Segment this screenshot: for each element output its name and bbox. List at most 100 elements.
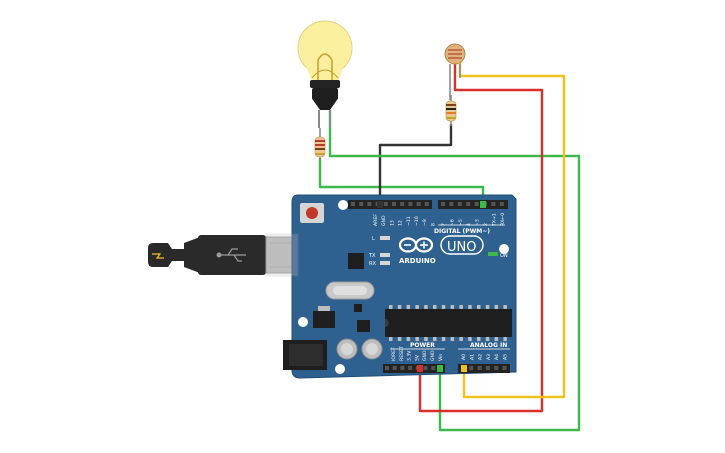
led-label-l: L bbox=[372, 236, 375, 242]
power-led: ON bbox=[488, 252, 508, 259]
mounting-hole bbox=[335, 364, 345, 374]
mounting-hole bbox=[298, 317, 308, 327]
analog-pin-label: A1 bbox=[469, 354, 475, 360]
header-pin-hole[interactable] bbox=[359, 202, 364, 206]
header-pin-hole[interactable] bbox=[477, 366, 482, 370]
header-pin-hole[interactable] bbox=[474, 202, 479, 206]
chip-pin bbox=[459, 305, 463, 309]
header-pin-hole[interactable] bbox=[351, 202, 355, 206]
chip-pin bbox=[477, 337, 481, 341]
digital-pin-label: 8 bbox=[430, 223, 436, 226]
model-text: UNO bbox=[447, 240, 476, 255]
header-pin-hole[interactable] bbox=[392, 366, 397, 370]
photoresistor[interactable] bbox=[444, 43, 466, 100]
wire-endpoints bbox=[377, 201, 486, 372]
chip-pin bbox=[424, 305, 428, 309]
header-pin-hole[interactable] bbox=[400, 366, 405, 370]
digital-pin-label: ~5 bbox=[458, 219, 464, 226]
header-pin-hole[interactable] bbox=[469, 366, 474, 370]
chip-pin bbox=[397, 337, 402, 341]
chip-pins bbox=[389, 305, 507, 341]
digital-pin-label: ~10 bbox=[414, 216, 420, 226]
header-pin-hole[interactable] bbox=[392, 202, 396, 206]
header-pin-hole[interactable] bbox=[367, 202, 372, 206]
header-pin-hole[interactable] bbox=[491, 202, 496, 206]
digital-pin-label: 4 bbox=[466, 223, 472, 226]
header-pin-hole[interactable] bbox=[449, 202, 454, 206]
analog-pin-label: A3 bbox=[486, 354, 492, 360]
power-pin-label: IOREF bbox=[391, 347, 397, 361]
power-pin-label: Vin bbox=[438, 354, 444, 361]
power-pin-label: RESET bbox=[399, 346, 405, 361]
digital-header-label: DIGITAL (PWM~) bbox=[434, 228, 490, 235]
header-pin-hole[interactable] bbox=[441, 202, 445, 206]
digital-pin-label: ~9 bbox=[422, 219, 428, 226]
chip-pin bbox=[415, 305, 419, 309]
arduino-infinity-logo bbox=[398, 237, 434, 253]
header-pin-hole[interactable] bbox=[494, 366, 499, 370]
chip-pin bbox=[468, 337, 472, 341]
digital-pin-label: ~11 bbox=[406, 216, 412, 226]
wire-bulb-to-vin[interactable] bbox=[328, 110, 581, 432]
header-pin-hole[interactable] bbox=[385, 366, 389, 370]
led-label-rx: RX bbox=[369, 261, 376, 267]
header-pin-hole[interactable] bbox=[408, 202, 413, 206]
led-label-tx: TX bbox=[368, 253, 376, 259]
header-pin-hole[interactable] bbox=[466, 202, 471, 206]
bulb-resistor[interactable] bbox=[314, 128, 326, 160]
chip-pin bbox=[450, 337, 455, 341]
chip-pin bbox=[433, 337, 437, 341]
analog-label: ANALOG IN bbox=[470, 342, 507, 349]
analog-pin-label: A5 bbox=[503, 354, 509, 360]
header-pin-hole[interactable] bbox=[502, 366, 507, 370]
analog-pin-label: A2 bbox=[478, 354, 484, 360]
wire-sensor-to-5v[interactable] bbox=[418, 60, 544, 413]
digital-pin-label: 12 bbox=[398, 220, 404, 226]
header-pin-hole[interactable] bbox=[416, 202, 421, 206]
digital-pin-label: GND bbox=[381, 215, 387, 226]
chip-pin bbox=[424, 337, 428, 341]
chip-pin bbox=[477, 305, 481, 309]
uno-badge: UNO bbox=[440, 235, 484, 255]
digital-pin-label: 2 bbox=[483, 223, 489, 226]
digital-pin-label: 7 bbox=[441, 223, 447, 226]
digital-pin-label: 13 bbox=[389, 220, 395, 226]
chip-pin bbox=[415, 337, 419, 341]
small-chip bbox=[357, 320, 370, 332]
chip-pin bbox=[494, 305, 499, 309]
power-header bbox=[383, 364, 445, 373]
header-pin-hole[interactable] bbox=[499, 202, 504, 206]
header-pin-hole[interactable] bbox=[400, 202, 405, 206]
header-pin-hole[interactable] bbox=[424, 202, 429, 206]
digital-pin-label: ~6 bbox=[449, 219, 455, 226]
header-pin-hole[interactable] bbox=[485, 366, 490, 370]
chip-pin bbox=[397, 305, 402, 309]
light-bulb[interactable] bbox=[297, 20, 353, 128]
header-pin-hole[interactable] bbox=[457, 202, 462, 206]
dc-power-jack bbox=[283, 340, 327, 370]
header-pin-hole[interactable] bbox=[383, 202, 388, 206]
chip-pin bbox=[389, 337, 393, 341]
chip-pin bbox=[485, 305, 490, 309]
usb-interface-chip bbox=[348, 253, 364, 269]
digital-pin-label: RX←0 bbox=[500, 213, 506, 226]
small-chip bbox=[354, 304, 362, 312]
power-pin-label: 5V bbox=[414, 354, 420, 361]
crystal bbox=[325, 281, 375, 300]
filament bbox=[317, 53, 333, 82]
power-pin-label: GND bbox=[430, 350, 436, 361]
usb-cable[interactable] bbox=[148, 235, 298, 275]
reset-button[interactable] bbox=[300, 203, 324, 223]
header-pin-hole[interactable] bbox=[423, 366, 428, 370]
header-pin-hole[interactable] bbox=[431, 366, 436, 370]
chip-pin bbox=[441, 337, 446, 341]
wire-sensor-to-gnd[interactable] bbox=[378, 124, 453, 205]
usb-socket bbox=[265, 233, 299, 277]
on-label: ON bbox=[500, 253, 508, 259]
header-pin-hole[interactable] bbox=[408, 366, 413, 370]
status-leds: L TX RX bbox=[368, 236, 390, 267]
digital-pin-label: ~3 bbox=[475, 219, 481, 226]
sensor-resistor[interactable] bbox=[445, 95, 457, 126]
